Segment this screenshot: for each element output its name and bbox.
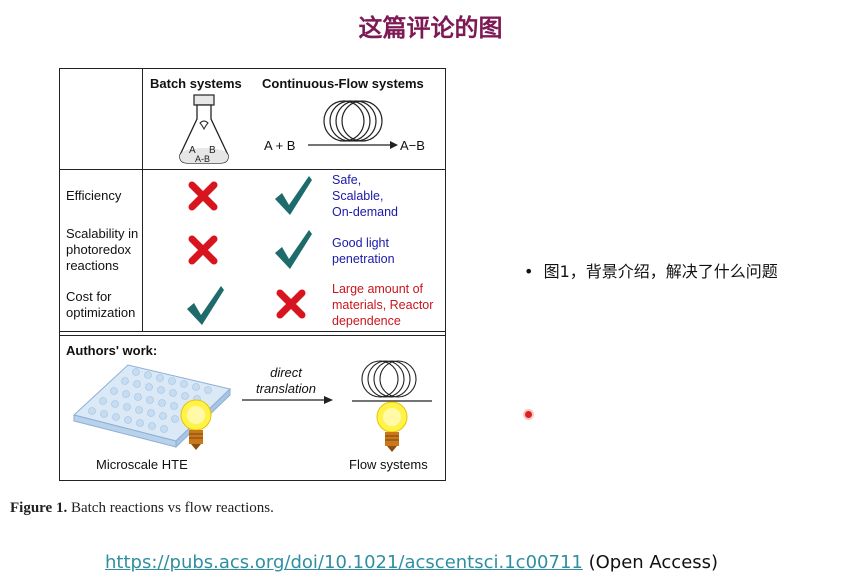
authors-work-heading: Authors' work: <box>66 343 158 358</box>
flow-coil-small-icon <box>352 360 432 402</box>
grid-line <box>60 331 445 332</box>
light-bulb-icon <box>180 399 212 450</box>
laser-pointer-dot <box>525 411 532 418</box>
figure-panel: Batch systems Continuous-Flow systems A … <box>59 68 446 481</box>
check-icon <box>275 230 312 269</box>
light-bulb-icon <box>376 401 408 452</box>
row-label-efficiency: Efficiency <box>66 188 122 203</box>
flow-systems-label: Flow systems <box>349 457 428 472</box>
note-cost: Large amount of materials, Reactor depen… <box>332 282 434 328</box>
caption-label: Figure 1. <box>10 500 68 516</box>
flow-product-label: A−B <box>400 138 425 153</box>
grid-line <box>142 69 143 331</box>
cross-icon <box>188 235 218 265</box>
bullet-marker: • <box>524 262 544 281</box>
grid-line <box>60 335 445 336</box>
flow-systems-header: Continuous-Flow systems <box>262 76 424 91</box>
note-efficiency: Safe, Scalable, On-demand <box>332 173 399 219</box>
flask-label-ab: A-B <box>195 154 210 164</box>
open-access-label: (Open Access) <box>588 552 719 573</box>
flask-label-a: A <box>189 145 196 156</box>
figure-caption: Figure 1. Batch reactions vs flow reacti… <box>10 500 274 517</box>
bullet-item: • 图1，背景介绍，解决了什么问题 <box>524 258 778 282</box>
arrow-label: direct translation <box>256 365 316 396</box>
doi-link[interactable]: https://pubs.acs.org/doi/10.1021/acscent… <box>105 552 583 573</box>
check-icon <box>187 286 224 325</box>
cross-icon <box>276 289 306 319</box>
row-label-cost: Cost for optimization <box>66 289 136 320</box>
slide-title: 这篇评论的图 <box>358 14 503 42</box>
bullet-text: 图1，背景介绍，解决了什么问题 <box>543 262 778 281</box>
batch-systems-header: Batch systems <box>150 76 242 91</box>
note-scalability: Good light penetration <box>332 236 395 266</box>
flow-coil-icon <box>308 100 398 149</box>
caption-text: Batch reactions vs flow reactions. <box>70 500 274 516</box>
check-icon <box>275 176 312 215</box>
arrow-icon <box>242 396 333 404</box>
cross-icon <box>188 181 218 211</box>
flask-icon: A B A-B <box>179 94 229 164</box>
flask-label-b: B <box>209 145 216 156</box>
grid-line <box>60 169 445 170</box>
source-link-line: https://pubs.acs.org/doi/10.1021/acscent… <box>105 552 718 573</box>
row-label-scalability: Scalability in photoredox reactions <box>66 226 139 273</box>
flow-reactant-label: A + B <box>264 138 296 153</box>
microscale-hte-label: Microscale HTE <box>96 457 188 472</box>
